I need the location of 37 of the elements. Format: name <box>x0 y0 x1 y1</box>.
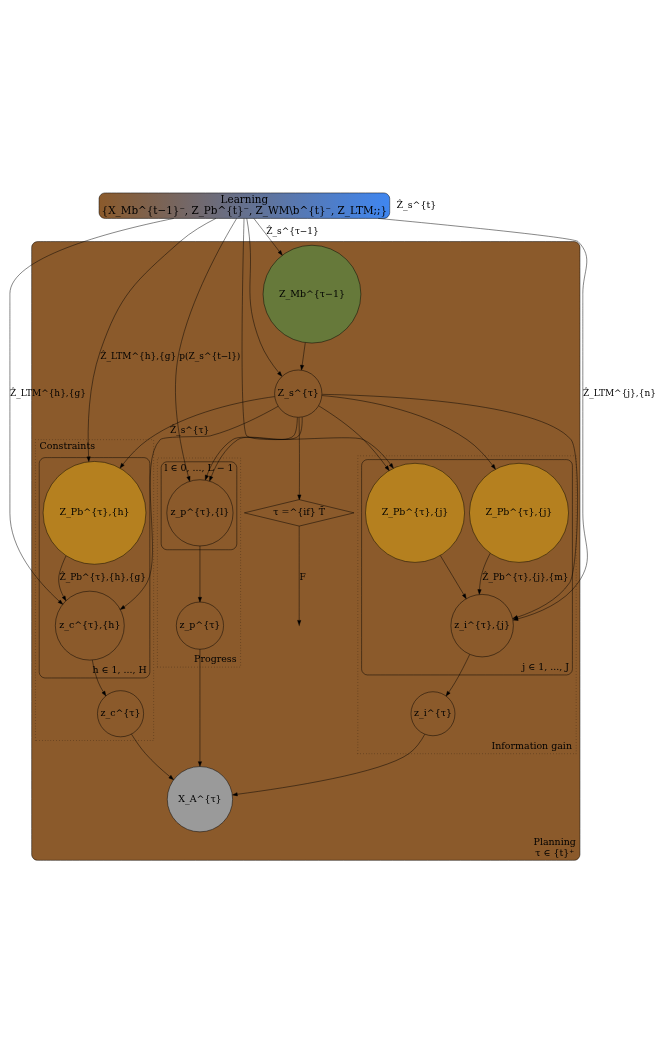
node-circle: z_p^{τ},{l} <box>166 479 234 547</box>
arrow <box>58 555 67 601</box>
arrow <box>445 654 470 697</box>
arrow <box>92 659 107 697</box>
edge-label: Ẑ_s^{τ−1} <box>266 226 319 237</box>
edge-label: Ẑ_LTM^{j},{n} <box>583 387 656 398</box>
arrow <box>477 553 491 595</box>
arrow <box>86 218 217 462</box>
arrow <box>198 649 202 767</box>
arrow <box>253 218 283 256</box>
arrow <box>297 525 302 626</box>
arrow <box>321 394 578 619</box>
arrow <box>246 218 283 377</box>
node-diamond: τ =^{if} T̄ <box>244 499 355 527</box>
node-circle: z_p^{τ} <box>176 601 224 650</box>
arrow <box>440 555 467 599</box>
arrow <box>131 733 174 780</box>
edge-label: Ẑ_s^{τ} <box>169 425 210 436</box>
edge-label: p(Z_s^{t−l}) <box>179 350 241 361</box>
node-box: Learning {X_Mb^{t−1}⁻, Z_Pb^{t}⁻, Z_WM\b^{t}⁻, Z_LTM;;} <box>98 192 390 219</box>
arrow <box>119 396 275 469</box>
arrow <box>321 395 496 470</box>
node-circle: Z_Mb^{τ−1} <box>262 245 362 344</box>
arrow <box>300 342 306 371</box>
arrow <box>318 405 390 471</box>
edge-label: Ẑ_LTM^{h},{g} <box>100 350 177 361</box>
arrow <box>297 417 302 500</box>
arrow <box>9 218 174 605</box>
arrow <box>120 406 279 610</box>
arrow <box>175 218 237 482</box>
edge-label: Ẑ_Pb^{τ},{h},{g} <box>59 572 147 583</box>
arrow <box>378 218 588 621</box>
arrow <box>241 218 394 469</box>
edge-label: Ẑ_Pb^{τ},{j},{m} <box>482 572 569 583</box>
edge-label: F <box>299 572 306 583</box>
arrow <box>232 734 425 797</box>
arrow <box>198 545 202 603</box>
